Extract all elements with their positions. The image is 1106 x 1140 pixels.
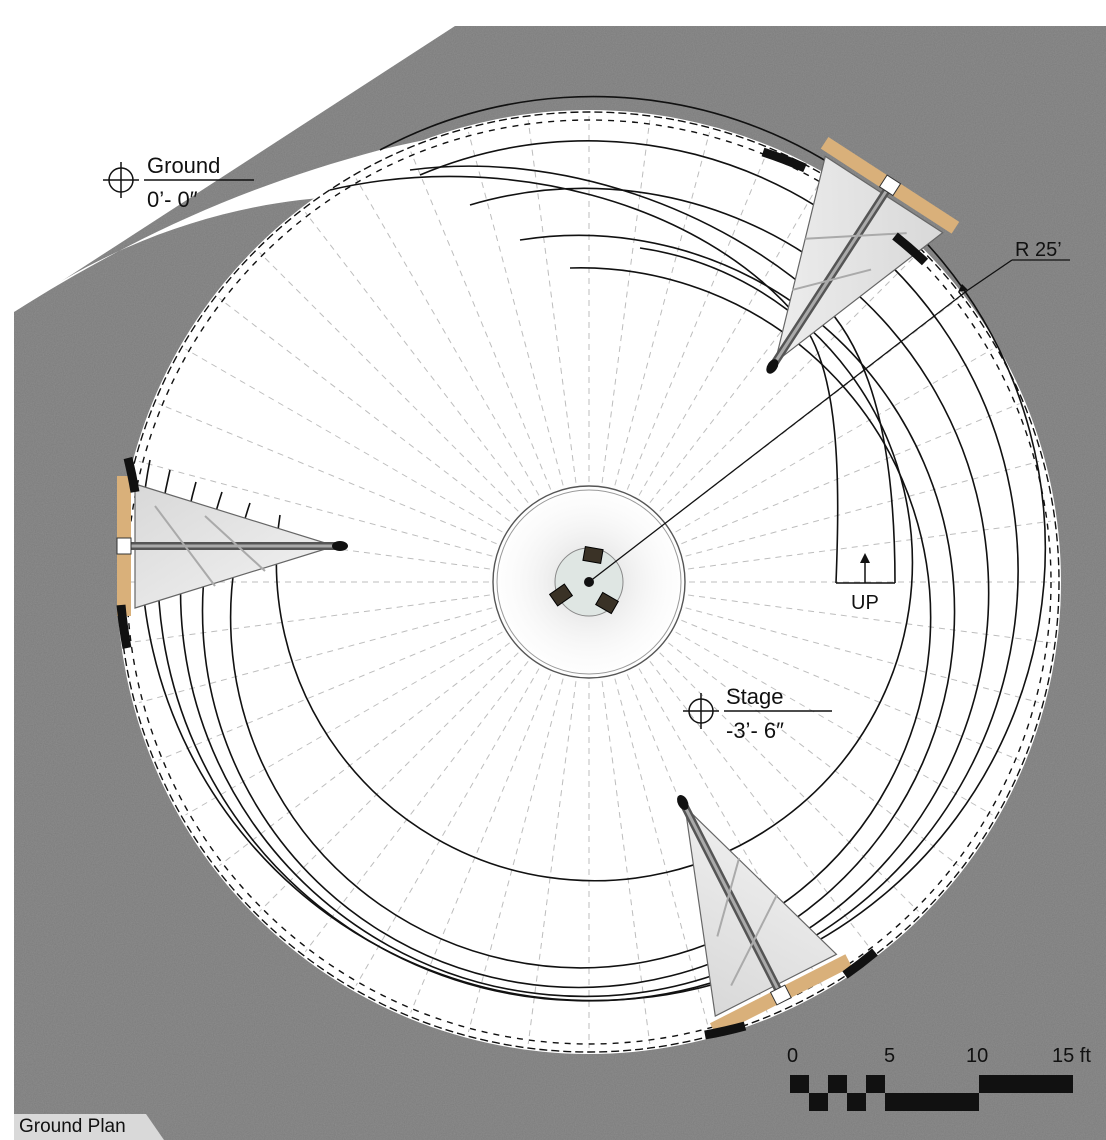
radial-guide-line [353,174,540,496]
radial-guide-line [181,346,503,533]
radial-guide-line [408,147,552,490]
radial-guide-line [466,127,564,486]
radial-guide-line [134,459,493,557]
radial-guide-line [685,459,1044,557]
radial-guide-line [353,668,540,990]
radial-guide-line [675,631,997,818]
shade-structure-west [116,476,348,616]
radius-dimension: R 25’ [588,239,1070,583]
ground-level-marker: Ground 0’- 0″ [103,153,254,212]
stage-level-name: Stage [726,684,784,709]
seating-terraces [140,95,1047,1002]
radial-guide-line [215,642,510,869]
shade-structure-northeast [766,136,960,374]
radial-guide-line [527,116,577,483]
scale-tick-5: 5 [884,1045,895,1067]
radial-guide-line [614,127,712,486]
radial-guide-line [215,295,510,522]
ground-level-elevation: 0’- 0″ [147,187,198,212]
radial-guide-line [688,520,1055,570]
radial-guide-line [685,607,1044,705]
scale-tick-0: 0 [787,1045,798,1067]
radial-guide-line [601,116,651,483]
radial-guide-line [688,594,1055,644]
radial-guide-line [601,681,651,1048]
scale-bar: 0 5 10 15 ft [787,1045,1091,1111]
radial-guide-line [256,249,519,512]
ramp-up-indicator: UP [851,553,879,614]
radial-guide-line [675,346,997,533]
radial-guide-line [154,619,497,763]
ramp-up-label: UP [851,592,879,614]
scale-tick-10: 10 [966,1045,988,1067]
radial-guide-line [408,674,552,1017]
radius-label: R 25’ [1015,239,1062,261]
radial-guide-line [256,652,519,915]
shade-structure-south [677,795,852,1036]
radial-guide-line [668,642,963,869]
radial-guide-line [614,678,712,1037]
radial-guide-line [527,681,577,1048]
radial-guide-line [154,401,497,545]
radial-guide-line [181,631,503,818]
scale-tick-15: 15 ft [1052,1045,1091,1067]
ground-level-name: Ground [147,153,220,178]
stage-level-marker: Stage -3’- 6″ [683,684,832,743]
radial-guide-line [134,607,493,705]
radial-guides [123,116,1055,1048]
radial-guide-line [466,678,564,1037]
radial-guide-line [626,147,770,490]
stage-level-elevation: -3’- 6″ [726,718,784,743]
rim-segments [116,147,929,1040]
radial-guide-line [638,174,825,496]
radial-guide-line [302,208,529,503]
radial-guide-line [649,661,876,956]
radial-guide-line [123,594,490,644]
drawing-caption: Ground Plan [14,1114,164,1140]
radial-guide-line [681,619,1024,763]
radial-guide-line [659,249,922,512]
radial-guide-line [668,295,963,522]
radial-guide-line [302,661,529,956]
radial-guide-line [681,401,1024,545]
